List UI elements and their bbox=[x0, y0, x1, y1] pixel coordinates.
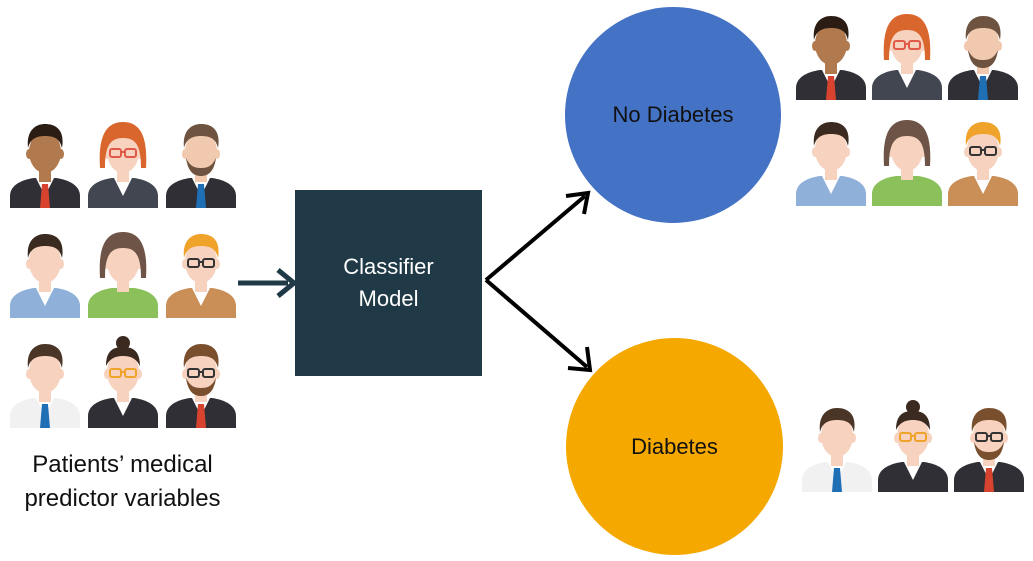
input-caption-line2: predictor variables bbox=[24, 485, 221, 512]
input-to-model-arrow bbox=[238, 268, 298, 298]
no-diabetes-label: No Diabetes bbox=[612, 102, 734, 127]
man-white-shirt-tie-icon bbox=[8, 336, 82, 428]
input-caption: Patients’ medical predictor variables bbox=[0, 448, 245, 516]
man-tie-dark-icon bbox=[794, 8, 868, 100]
woman-bun-glasses-icon bbox=[876, 400, 950, 492]
model-to-diabetes-arrow bbox=[484, 278, 593, 373]
man-white-shirt-tie-icon bbox=[800, 400, 874, 492]
man-tie-dark-icon bbox=[8, 116, 82, 208]
woman-redhead-glasses-icon bbox=[870, 8, 944, 100]
diabetes-outcome: Diabetes bbox=[566, 338, 783, 555]
model-to-no-diabetes-arrow bbox=[484, 190, 591, 282]
man-beard-icon bbox=[164, 116, 238, 208]
man-blond-glasses-icon bbox=[946, 114, 1020, 206]
woman-bun-glasses-icon bbox=[86, 336, 160, 428]
woman-green-shirt-icon bbox=[86, 226, 160, 318]
man-glasses-goatee-icon bbox=[164, 336, 238, 428]
model-label-line1: Classifier bbox=[343, 254, 434, 279]
woman-green-shirt-icon bbox=[870, 114, 944, 206]
man-blue-shirt-icon bbox=[8, 226, 82, 318]
diabetes-label: Diabetes bbox=[631, 433, 718, 459]
input-caption-line1: Patients’ medical bbox=[32, 451, 213, 478]
model-label-line2: Model bbox=[358, 286, 419, 311]
man-glasses-goatee-icon bbox=[952, 400, 1026, 492]
classifier-model-box: Classifier Model bbox=[295, 190, 482, 376]
man-beard-icon bbox=[946, 8, 1020, 100]
man-blond-glasses-icon bbox=[164, 226, 238, 318]
man-blue-shirt-icon bbox=[794, 114, 868, 206]
no-diabetes-outcome: No Diabetes bbox=[565, 7, 781, 223]
woman-redhead-glasses-icon bbox=[86, 116, 160, 208]
